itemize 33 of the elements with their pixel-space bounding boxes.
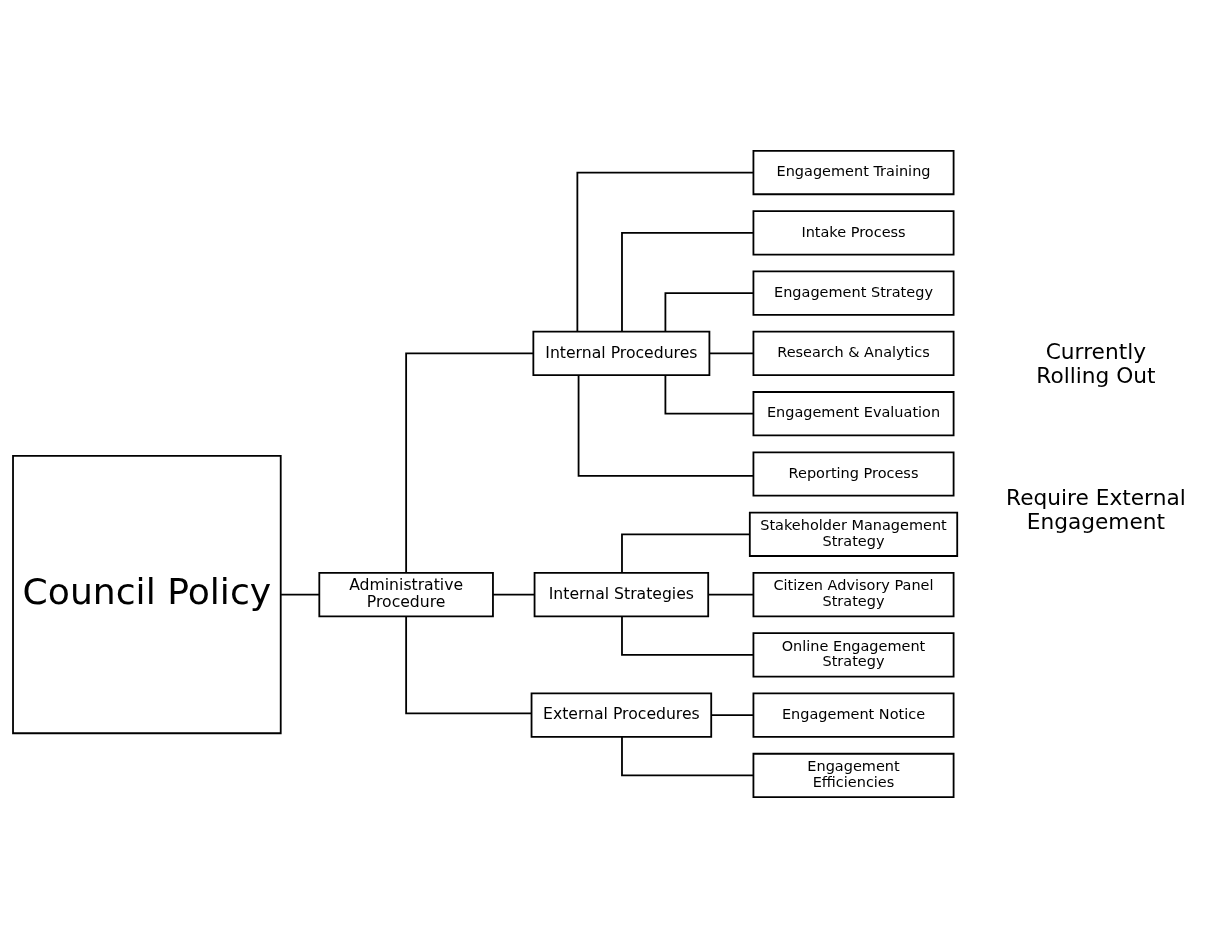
node-box: Engagement Evaluation: [752, 391, 955, 437]
node-box: Stakeholder Management Strategy: [748, 511, 959, 557]
node-box: External Procedures: [530, 692, 713, 738]
connector: [405, 615, 533, 715]
connector: [576, 171, 754, 333]
node-box: Citizen Advisory Panel Strategy: [752, 571, 955, 618]
connector: [621, 533, 751, 574]
label: Currently Rolling Out: [1036, 338, 1156, 388]
connector: [664, 374, 755, 415]
connector: [621, 615, 755, 656]
connector: [710, 714, 754, 717]
node-box: Intake Process: [752, 210, 955, 256]
node-box: Internal Strategies: [533, 571, 710, 618]
node-box: Engagement Efficiencies: [752, 752, 955, 799]
node-box: Engagement Strategy: [752, 270, 955, 316]
connector: [621, 231, 755, 333]
connector: [280, 593, 321, 596]
node-box: Online Engagement Strategy: [752, 632, 955, 678]
node-box: Research & Analytics: [752, 330, 955, 377]
connector: [708, 352, 754, 355]
node-box: Engagement Notice: [752, 692, 955, 738]
connector: [492, 593, 536, 596]
node-box: Engagement Training: [752, 149, 955, 196]
connector: [707, 593, 754, 596]
connector: [405, 352, 535, 574]
node-box: Reporting Process: [752, 451, 955, 497]
connector: [577, 374, 754, 477]
node-box: Internal Procedures: [532, 330, 711, 377]
node-box: Council Policy: [12, 455, 282, 735]
connector: [621, 736, 755, 777]
label: Require External Engagement: [1006, 484, 1186, 534]
node-box: Administrative Procedure: [318, 571, 494, 618]
connector: [664, 292, 755, 333]
